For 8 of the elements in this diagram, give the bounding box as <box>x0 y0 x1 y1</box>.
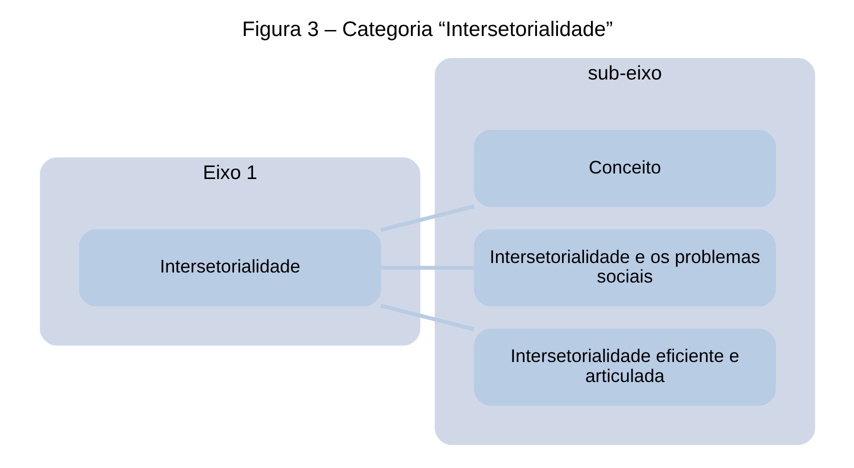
node-box: Intersetorialidade eficiente e articulada <box>473 328 776 406</box>
node-box: Intersetorialidade <box>78 228 381 306</box>
connector <box>380 303 474 331</box>
node-box: Intersetorialidade e os problemas sociais <box>473 228 776 306</box>
node-box: Conceito <box>473 129 776 207</box>
diagram-title: Figura 3 – Categoria “Intersetorialidade” <box>242 18 612 41</box>
connector <box>380 265 474 270</box>
connector <box>380 204 474 232</box>
